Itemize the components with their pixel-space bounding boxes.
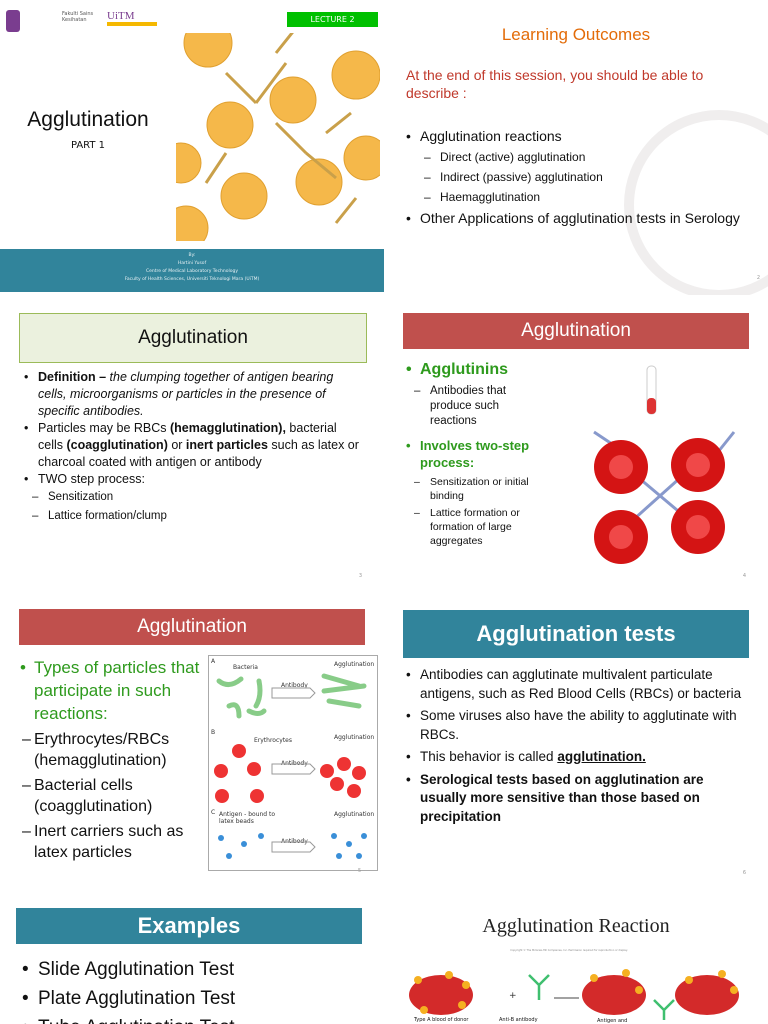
slide-agglutination-reaction: Agglutination Reaction Copyright © The M…: [384, 900, 768, 1024]
reaction-illustration: +: [409, 969, 739, 1020]
slide-title: Examples: [16, 908, 362, 944]
copyright: Copyright © The McGraw-Hill Companies, I…: [510, 949, 628, 952]
slide-title: Agglutination: [403, 313, 749, 349]
example-item: Slide Agglutination Test: [22, 955, 362, 984]
intro-text: At the end of this session, you should b…: [406, 67, 704, 101]
outcome-item: Other Applications of agglutination test…: [406, 209, 746, 228]
test-item: Some viruses also have the ability to ag…: [406, 707, 746, 744]
page-number: 4: [742, 573, 746, 579]
slide-agglutination-definition: Agglutination Definition – the clumping …: [0, 300, 384, 590]
credits-banner: By: Hartini Yusof Centre of Medical Labo…: [0, 249, 384, 292]
svg-text:+: +: [509, 991, 517, 1001]
slide-examples: Examples Slide Agglutination Test Plate …: [0, 900, 384, 1024]
particle-figure: A Bacteria Agglutination Antibody B Eryt…: [208, 655, 378, 871]
test-item: Antibodies can agglutinate multivalent p…: [406, 666, 746, 703]
sub-item: Direct (active) agglutination: [422, 147, 746, 167]
agglutination-illustration: [176, 33, 380, 241]
sub-item: Lattice formation or formation of large …: [412, 506, 542, 548]
page-number: 5: [358, 868, 362, 874]
particle-item: Inert carriers such as latex particles: [20, 821, 205, 863]
credits-centre: Centre of Medical Laboratory Technology: [145, 269, 239, 274]
slide-particle-types: Agglutination Types of particles that pa…: [0, 600, 384, 885]
slide-agglutination-tests: Agglutination tests Antibodies can agglu…: [384, 600, 768, 885]
definition: Definition – the clumping together of an…: [24, 369, 364, 420]
university-logo: [6, 10, 20, 32]
sub-item: Haemagglutination: [422, 187, 746, 207]
faculty-logo-text: Fakulti Sains Kesihatan: [62, 11, 94, 23]
credits-author: Hartini Yusof: [177, 261, 207, 266]
slide-learning-outcomes: Learning Outcomes At the end of this ses…: [384, 0, 768, 295]
slide-title: Agglutination Reaction: [482, 915, 670, 937]
lecture-badge: LECTURE 2: [287, 12, 378, 27]
subtitle: PART 1: [70, 140, 106, 151]
slide-agglutinins: Agglutination Agglutinins Antibodies tha…: [384, 300, 768, 590]
sub-item: Sensitization: [30, 488, 364, 507]
particle-item: Erythrocytes/RBCs (hemagglutination): [20, 729, 205, 771]
title: Agglutination: [27, 108, 149, 131]
agglutinins-heading: Agglutinins: [406, 361, 586, 379]
credits-faculty: Faculty of Health Sciences, Universiti T…: [124, 277, 260, 282]
sub-item: Antibodies that produce such reactions: [412, 384, 542, 429]
slide-title: Agglutination: [19, 609, 365, 645]
sub-item: Sensitization or initial binding: [412, 475, 542, 503]
particle-item: Bacterial cells (coagglutination): [20, 775, 205, 817]
example-item: Plate Agglutination Test: [22, 984, 362, 1013]
slide-title: Fakulti Sains Kesihatan UiTM LECTURE 2 A…: [0, 0, 384, 295]
credits-by: By:: [188, 253, 196, 258]
slide-title: Agglutination tests: [403, 610, 749, 658]
example-item: Tube Agglutination Test: [22, 1013, 362, 1024]
test-item: This behavior is called agglutination.: [406, 748, 746, 767]
test-item: Serological tests based on agglutination…: [406, 771, 746, 827]
rbc-lattice-illustration: [593, 365, 736, 564]
page-number: 6: [742, 870, 746, 876]
sub-item: Indirect (passive) agglutination: [422, 167, 746, 187]
slide-title: Agglutination: [19, 313, 367, 363]
outcome-item: Agglutination reactions Direct (active) …: [406, 128, 746, 207]
two-step-heading: Involves two-step process:: [406, 437, 556, 471]
slide-title: Learning Outcomes: [501, 25, 651, 44]
two-step-item: TWO step process:: [24, 471, 364, 488]
label-type-a: Type A blood of donor: [414, 1017, 469, 1023]
sub-item: Lattice formation/clump: [30, 507, 364, 526]
uitm-logo: UiTM: [107, 10, 157, 26]
page-number: 2: [756, 275, 760, 281]
label-antigen: Antigen and: [597, 1018, 628, 1024]
types-heading: Types of particles that participate in s…: [20, 656, 205, 725]
page-number: 3: [358, 573, 362, 579]
label-anti-b: Anti-B antibody: [499, 1017, 538, 1023]
particles-item: Particles may be RBCs (hemagglutination)…: [24, 420, 364, 471]
